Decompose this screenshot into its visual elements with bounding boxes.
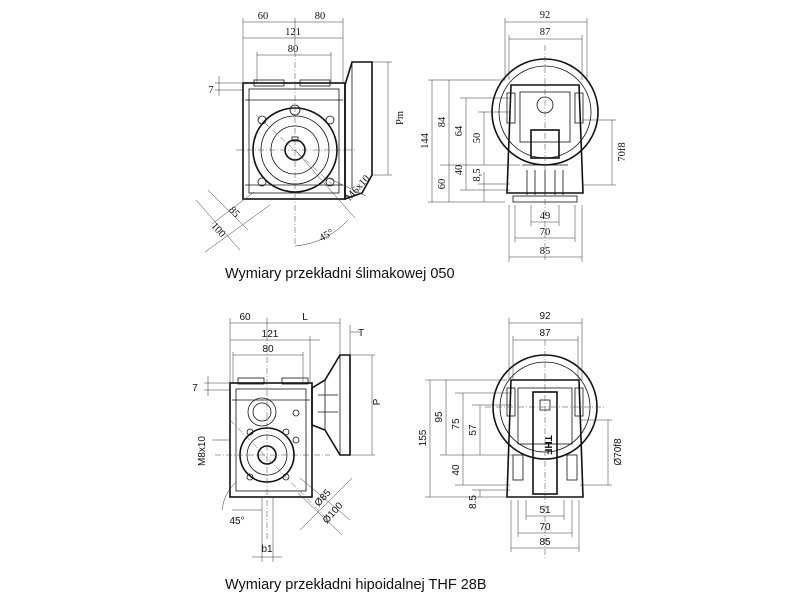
top-caption: Wymiary przekładni ślimakowej 050: [225, 266, 455, 282]
side-dim-60: 60: [437, 179, 448, 190]
b-side-dim-75: 75: [451, 418, 462, 430]
b-side-dim-8-5: 8.5: [468, 495, 479, 509]
side-dim-84: 84: [437, 116, 448, 127]
side-dim-64: 64: [454, 125, 465, 136]
b-dim-m8x10: M8x10: [197, 436, 208, 466]
dim-7: 7: [208, 85, 213, 96]
side-dim-70: 70: [540, 227, 551, 238]
b-dim-45: 45°: [229, 516, 244, 527]
b-side-dim-70: 70: [539, 522, 551, 533]
dim-100-diag: 100: [209, 221, 228, 240]
hypoid-gearbox-front-view: [204, 318, 375, 562]
side-dim-50: 50: [472, 133, 483, 144]
b-dim-80: 80: [262, 344, 274, 355]
side-dim-40: 40: [454, 165, 465, 176]
b-dim-121: 121: [262, 329, 279, 340]
side-dim-144: 144: [420, 132, 431, 149]
b-dim-7: 7: [192, 383, 198, 394]
worm-gearbox-side-view: [428, 18, 616, 262]
b-dim-b1: b1: [261, 544, 273, 555]
bottom-caption: Wymiary przekładni hipoidalnej THF 28B: [225, 577, 487, 593]
b-dim-T: T: [358, 328, 364, 339]
side-dim-49: 49: [540, 211, 551, 222]
side-dim-8-5: 8,5: [472, 168, 483, 181]
side-dim-85: 85: [540, 246, 551, 257]
side-dim-87: 87: [540, 27, 551, 38]
b-side-dim-40: 40: [451, 464, 462, 476]
dim-pm: Pm: [395, 111, 406, 125]
b-side-dim-95: 95: [434, 411, 445, 423]
b-side-dim-87: 87: [539, 328, 551, 339]
dim-45-deg: 45°: [318, 227, 336, 244]
b-dim-P: P: [372, 398, 383, 405]
b-dim-85: Ø85: [313, 487, 334, 509]
dim-85-diag: 85: [226, 205, 241, 220]
b-side-dim-70f8: Ø70f8: [613, 438, 624, 466]
b-side-dim-85: 85: [539, 537, 551, 548]
b-side-dim-92: 92: [539, 311, 551, 322]
b-side-dim-57: 57: [468, 424, 479, 436]
dim-m6x10: M6x10: [344, 173, 372, 203]
side-dim-70f8: 70f8: [617, 142, 628, 161]
b-side-dim-155: 155: [418, 429, 429, 446]
dim-121: 121: [285, 27, 301, 38]
worm-gearbox-front-view: [195, 18, 392, 253]
b-side-dim-51: 51: [539, 505, 551, 516]
b-dim-60: 60: [239, 312, 251, 323]
dim-80-top: 80: [315, 11, 326, 22]
dim-60: 60: [258, 11, 269, 22]
thf-logo: THF: [542, 435, 553, 454]
hypoid-gearbox-side-view: [425, 318, 612, 560]
b-dim-L: L: [302, 312, 308, 323]
side-dim-92: 92: [540, 10, 551, 21]
dim-80: 80: [288, 44, 299, 55]
